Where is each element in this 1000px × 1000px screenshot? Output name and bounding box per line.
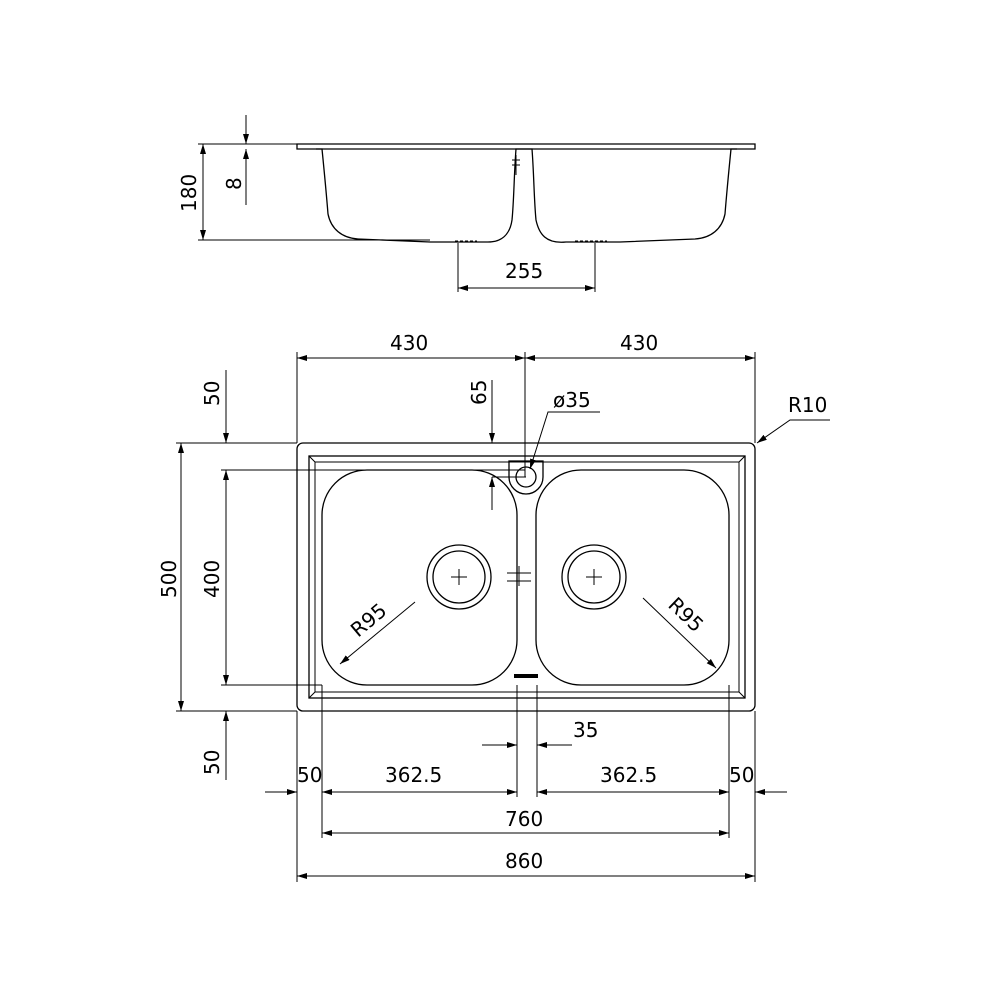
rim-outer: [308, 455, 746, 699]
right-bowl-radius-label: R95: [664, 592, 709, 637]
side-margin-left-label: 50: [297, 763, 322, 787]
sink-outline: [296, 442, 756, 712]
top-margin-label: 50: [200, 381, 224, 406]
divider-width-label: 35: [573, 718, 598, 742]
bowl-profile: [316, 148, 737, 243]
rim-inner: [314, 461, 740, 693]
left-drain: [426, 544, 492, 610]
overflow-diameter-label: ø35: [553, 388, 591, 412]
left-bowl-radius-label: R95: [346, 598, 392, 642]
right-drain: [561, 544, 627, 610]
divider-mark: [512, 155, 520, 175]
plan-view: 430 430 65 ø35 R10 500 400 50 50 R95 R95…: [157, 331, 830, 882]
left-bowl: [321, 469, 518, 686]
corner-radius-label: R10: [788, 393, 827, 417]
depth-label: 180: [177, 174, 201, 212]
overall-depth-label: 500: [157, 560, 181, 598]
bowl-inner-left-label: 362.5: [385, 763, 442, 787]
left-width-label: 430: [390, 331, 428, 355]
side-margin-right-label: 50: [729, 763, 754, 787]
rim-thickness-label: 8: [222, 177, 246, 190]
overflow-housing: [508, 460, 544, 495]
bowl-inner-right-label: 362.5: [600, 763, 657, 787]
bowl-depth-label: 400: [200, 560, 224, 598]
overflow-offset-label: 65: [467, 380, 491, 405]
right-width-label: 430: [620, 331, 658, 355]
right-bowl: [535, 469, 730, 686]
inner-width-label: 760: [505, 807, 543, 831]
logo-mark: [514, 674, 538, 678]
bottom-margin-label: 50: [200, 750, 224, 775]
drain-spacing-label: 255: [505, 259, 543, 283]
overall-width-label: 860: [505, 849, 543, 873]
rim-profile: [296, 143, 756, 150]
side-view: 8 180 255: [177, 115, 756, 292]
